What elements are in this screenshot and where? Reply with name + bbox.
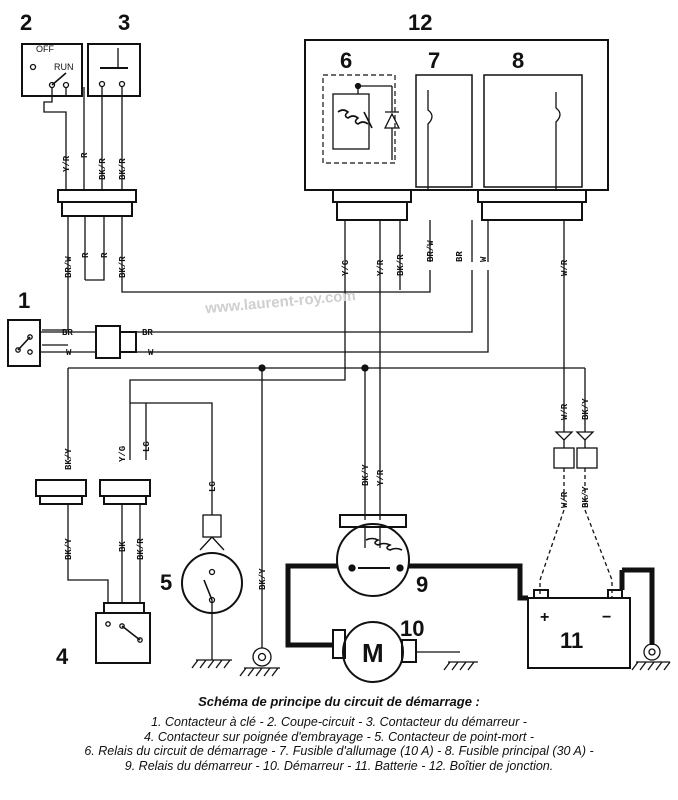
clutch-lever-switch <box>95 602 151 664</box>
label-12: 12 <box>408 10 432 35</box>
wire-label: LG <box>142 441 152 452</box>
starter-relay <box>336 514 410 597</box>
caption-line: 1. Contacteur à clé - 2. Coupe-circuit -… <box>151 715 527 729</box>
main-fuse <box>555 92 561 190</box>
label-8: 8 <box>512 48 524 73</box>
label-6: 6 <box>340 48 352 73</box>
wire-label: BK/Y <box>64 448 74 470</box>
wire-label: BR <box>142 328 153 338</box>
wire-label: BK/Y <box>64 538 74 560</box>
wire-label: BK/Y <box>361 464 371 486</box>
label-9: 9 <box>416 572 428 597</box>
junction-connector-right <box>477 189 587 221</box>
wire-label: R <box>80 152 90 158</box>
wire-label: W <box>479 256 489 262</box>
wire-label: BK/R <box>136 538 146 560</box>
wire-label: BK/R <box>118 158 128 180</box>
wire-label: BK <box>118 541 128 552</box>
ground-neutral <box>191 659 232 669</box>
label-1: 1 <box>18 288 30 313</box>
wire-label: Y/R <box>62 155 72 172</box>
wire-label: BK/Y <box>258 568 268 590</box>
starter-button <box>87 43 141 97</box>
battery-connectors <box>553 431 598 469</box>
junction-connector-left <box>332 189 412 221</box>
wire-label: W/R <box>560 259 570 276</box>
ground-battery <box>631 643 671 671</box>
label-10: 10 <box>400 616 424 641</box>
wire-label: BR <box>455 251 465 262</box>
wire-label: BK/R <box>98 158 108 180</box>
label-7: 7 <box>428 48 440 73</box>
wire-label: Y/R <box>376 469 386 486</box>
wire-label: BR <box>62 328 73 338</box>
wire-label: W/R <box>560 403 570 420</box>
starter-motor <box>332 621 478 683</box>
wire-label: R <box>81 252 91 258</box>
wire-label: BK/R <box>118 256 128 278</box>
battery <box>527 589 631 669</box>
caption-line: 4. Contacteur sur poignée d'embrayage - … <box>143 729 535 744</box>
label-5: 5 <box>160 570 172 595</box>
wire-label: W/R <box>560 491 570 508</box>
label-3: 3 <box>118 10 130 35</box>
junction-box <box>304 39 609 191</box>
diagram-caption: Schéma de principe du circuit de démarra… <box>0 694 678 773</box>
motor-symbol: M <box>362 638 384 668</box>
connector-neutral-switch <box>99 479 151 505</box>
battery-minus: − <box>602 609 611 626</box>
starter-circuit-relay <box>332 82 401 160</box>
wire-label: W <box>148 348 154 358</box>
wire-label: BR/W <box>64 256 74 278</box>
caption-line: 9. Relais du démarreur - 10. Démarreur -… <box>124 758 554 773</box>
wire-label: LG <box>208 481 218 492</box>
caption-line: 6. Relais du circuit de démarrage - 7. F… <box>84 744 594 758</box>
wire-label: W <box>66 348 72 358</box>
battery-plus: + <box>540 609 549 626</box>
wire-label: Y/G <box>341 260 351 276</box>
wire-label: Y/G <box>118 446 128 462</box>
ignition-key-switch <box>7 319 41 367</box>
coupler-key-switch <box>95 325 137 359</box>
ground-frame <box>239 647 280 677</box>
label-4: 4 <box>56 644 69 669</box>
label-11: 11 <box>560 628 583 653</box>
wire-label: R <box>100 252 110 258</box>
wire-label: Y/R <box>376 259 386 276</box>
caption-title: Schéma de principe du circuit de démarra… <box>198 694 480 709</box>
connector-clutch-switch <box>35 479 87 505</box>
connector-upper-left <box>57 189 137 217</box>
wire-label: BK/Y <box>581 486 591 508</box>
wire-label: BK/R <box>396 254 406 276</box>
ignition-fuse <box>427 90 433 190</box>
label-2: 2 <box>20 10 32 35</box>
wire-label: BK/Y <box>581 398 591 420</box>
kill-switch-run-label: RUN <box>54 62 74 72</box>
wire-label: BR/W <box>426 240 436 262</box>
kill-switch-off-label: OFF <box>36 44 54 54</box>
neutral-switch <box>181 514 243 660</box>
